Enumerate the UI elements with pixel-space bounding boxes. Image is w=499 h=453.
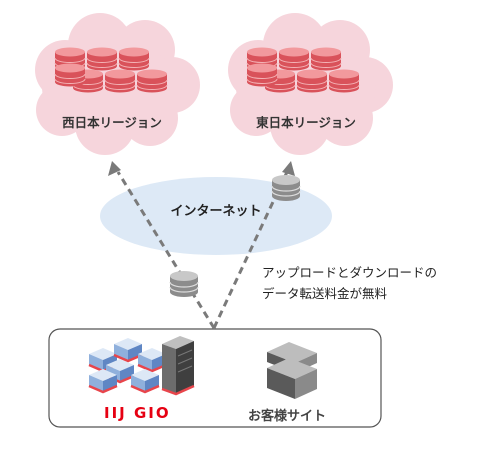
internet-label: インターネット xyxy=(170,204,262,219)
arrow-to-east xyxy=(212,171,289,329)
customer-site-label: お客様サイト xyxy=(247,409,326,424)
free-transfer-note-line1: アップロードとダウンロードの xyxy=(262,265,438,280)
east-region-label: 東日本リージョン xyxy=(256,115,356,130)
customer-server-icon xyxy=(267,342,317,399)
transfer-disk-icon-upper xyxy=(271,174,301,202)
west-region-label: 西日本リージョン xyxy=(62,115,162,130)
transfer-disk-icon-lower xyxy=(169,270,199,298)
iij-server-rack-icon xyxy=(87,336,195,396)
arrowhead-east xyxy=(282,161,295,176)
arrowhead-west xyxy=(108,161,121,176)
arrow-to-west xyxy=(116,171,216,329)
transfer-arrows xyxy=(116,171,289,329)
free-transfer-note-line2: データ転送料金が無料 xyxy=(262,286,388,301)
iij-gio-logo: IIJ GIO xyxy=(104,404,171,422)
